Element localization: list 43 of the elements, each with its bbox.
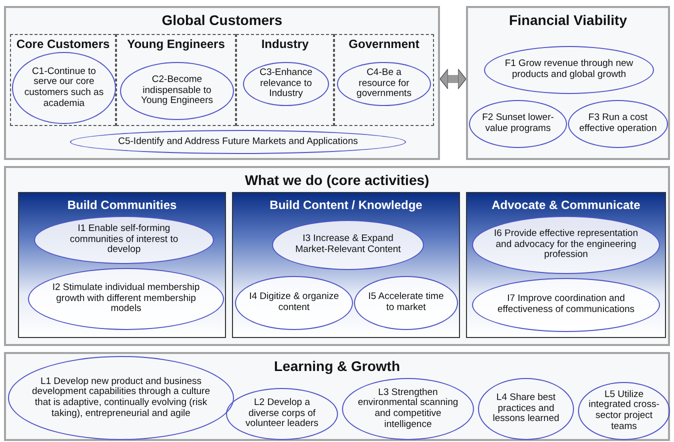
column-heading: Government xyxy=(348,37,420,51)
objective-ellipse: C3-Enhance relevance to Industry xyxy=(243,62,329,106)
objective-ellipse: I3 Increase & Expand Market-Relevant Content xyxy=(272,220,424,270)
objective-ellipse: I5 Accelerate time to market xyxy=(354,276,458,330)
category-column xyxy=(334,34,434,126)
activity-heading: Advocate & Communicate xyxy=(490,198,642,212)
category-column xyxy=(236,34,334,126)
category-column xyxy=(10,34,116,126)
objective-ellipse: I7 Improve coordination and effectiveness of communications xyxy=(472,278,660,332)
column-heading: Core Customers xyxy=(15,37,111,51)
perspective-panel xyxy=(4,352,670,441)
activity-panel xyxy=(232,192,460,338)
objective-ellipse: I4 Digitize & organize content xyxy=(235,276,353,330)
activity-heading: Build Content / Knowledge xyxy=(268,198,424,212)
panel-heading: Global Customers xyxy=(160,12,284,28)
activity-heading: Build Communities xyxy=(66,198,178,212)
panel-heading: What we do (core activities) xyxy=(244,172,430,188)
objective-ellipse: L4 Share best practices and lessons learned xyxy=(478,378,574,440)
objective-ellipse: I6 Provide effective representation and advocacy for the engineering profession xyxy=(472,216,660,274)
objective-ellipse: I2 Stimulate individual membership growth with different membership models xyxy=(28,268,224,330)
panel-heading: Financial Viability xyxy=(508,12,628,28)
column-heading: Young Engineers xyxy=(126,37,226,51)
objective-ellipse: L2 Develop a diverse corps of volunteer leaders xyxy=(226,388,338,440)
objective-ellipse: F1 Grow revenue through new products and global growth xyxy=(484,46,654,94)
objective-ellipse: C1-Continue to serve our core customers such as academia xyxy=(12,52,116,124)
objective-ellipse: L1 Develop new product and business development capabilities through a culture that is adaptive, continually evolving (risk taking), entrepreneurial and agile xyxy=(8,356,234,440)
category-column xyxy=(116,34,236,126)
objective-ellipse: C5-Identify and Address Future Markets and Applications xyxy=(70,130,406,154)
objective-ellipse: C4-Be a resource for governments xyxy=(337,62,431,106)
activity-panel xyxy=(466,192,666,338)
column-heading: Industry xyxy=(260,37,310,51)
objective-ellipse: L5 Utilize integrated cross-sector project teams xyxy=(578,382,670,440)
perspective-panel xyxy=(4,6,440,160)
perspective-panel xyxy=(466,6,670,160)
activity-panel xyxy=(18,192,226,338)
objective-ellipse: I1 Enable self-forming communities of interest to develop xyxy=(34,216,214,264)
objective-ellipse: F3 Run a cost effective operation xyxy=(568,100,668,148)
double-arrow xyxy=(440,68,466,90)
objective-ellipse: F2 Sunset lower-value programs xyxy=(469,100,567,148)
objective-ellipse: L3 Strengthen environmental scanning and competitive intelligence xyxy=(342,378,474,440)
panel-heading: Learning & Growth xyxy=(273,358,401,374)
perspective-panel xyxy=(4,166,670,346)
objective-ellipse: C2-Become indispensable to Young Engineers xyxy=(120,62,234,120)
